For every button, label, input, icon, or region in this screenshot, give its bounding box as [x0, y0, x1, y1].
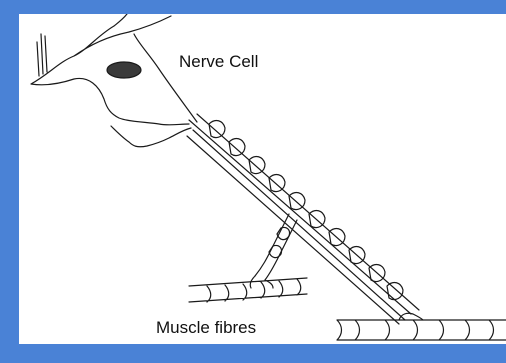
axon-outer-upper [197, 114, 419, 310]
axon-outer-lower [187, 136, 399, 324]
diagram-panel: Nerve Cell Muscle fibres [19, 14, 506, 344]
axon-branch [255, 214, 297, 280]
muscle-fibre-lower [337, 320, 506, 340]
branch-myelin [269, 227, 290, 257]
dendrite-left [37, 34, 47, 76]
nucleus [107, 62, 141, 78]
nerve-cell-label: Nerve Cell [179, 53, 258, 70]
neuron-diagram [19, 14, 506, 344]
dendrite-lower [111, 126, 191, 147]
muscle-fibre-upper [189, 278, 307, 302]
muscle-fibres-label: Muscle fibres [156, 319, 256, 336]
axon-lower-edge [193, 130, 405, 320]
